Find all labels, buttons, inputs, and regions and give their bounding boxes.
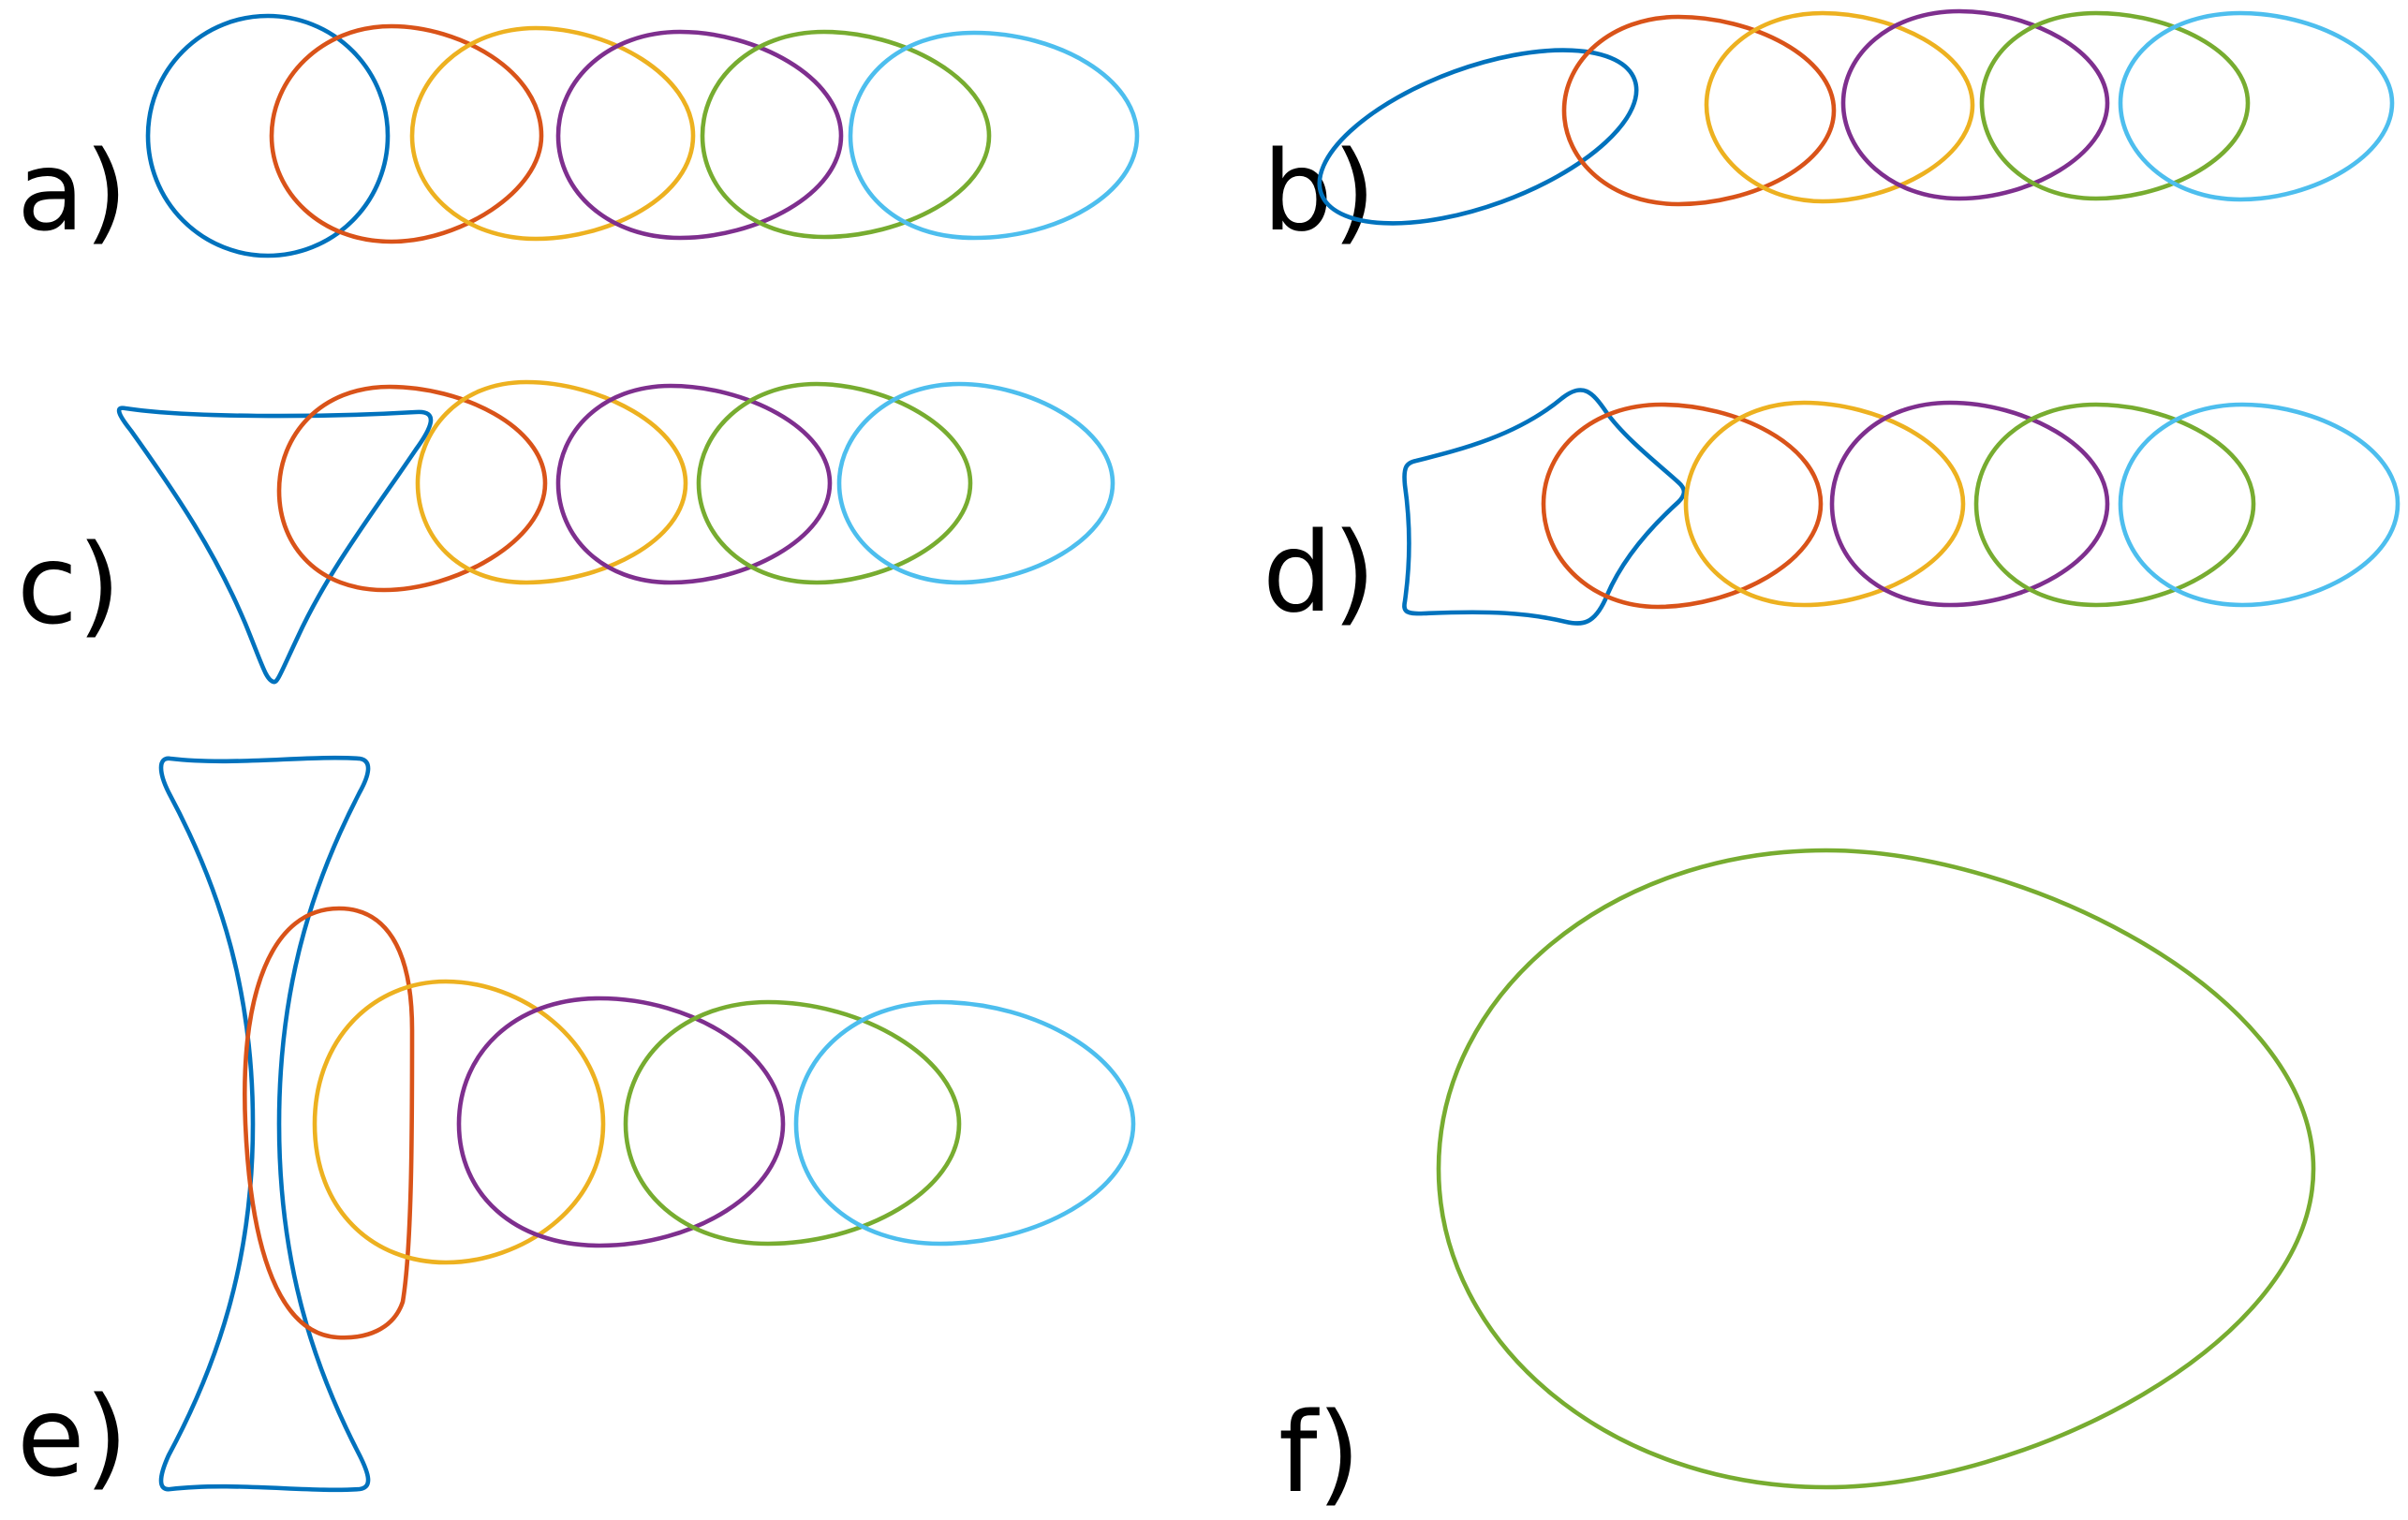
- panel-a-label: a): [17, 126, 127, 256]
- panel-d-shape-6: [2118, 402, 2401, 608]
- panel-c-shape-4: [555, 383, 833, 585]
- panel-e: e): [17, 755, 1136, 1501]
- panel-b-shape-2: [1561, 14, 1837, 207]
- panel-f-label: f): [1278, 1388, 1361, 1517]
- panel-d-shape-2: [1541, 402, 1824, 610]
- panel-d-shape-1-quadrilateral: [1402, 388, 1687, 626]
- panel-c-label: c): [17, 520, 121, 649]
- panel-a: a): [17, 13, 1140, 258]
- panel-c-shape-5: [696, 381, 973, 585]
- panel-e-shape-4: [456, 996, 786, 1248]
- panel-c: c): [17, 379, 1115, 685]
- panel-a-shape-4: [555, 29, 844, 241]
- panel-a-shape-2: [269, 23, 544, 244]
- panel-b-shape-5: [1979, 10, 2251, 201]
- panel-d-shape-4: [1829, 400, 2110, 608]
- panel-b-shape-3: [1704, 10, 1975, 204]
- panel-a-shape-6: [848, 30, 1140, 241]
- panel-d-shape-3: [1683, 400, 1966, 608]
- panel-a-shape-3: [409, 25, 696, 242]
- panel-c-shape-6: [836, 381, 1115, 585]
- panel-c-shape-3: [415, 379, 688, 585]
- panel-e-shape-1-hourglass: [158, 755, 371, 1493]
- panel-b-shape-4: [1840, 8, 2110, 201]
- panel-b: b): [1263, 8, 2395, 256]
- panel-e-shape-2: [243, 906, 415, 1340]
- panel-d-shape-5: [1973, 402, 2256, 608]
- panel-a-shape-1-circle: [145, 13, 391, 258]
- panel-b-shape-1-tilted-ellipse: [1317, 48, 1639, 226]
- panel-f: f): [1278, 848, 2316, 1517]
- panel-e-label: e): [17, 1372, 128, 1501]
- panel-e-shape-6: [793, 999, 1136, 1247]
- panel-e-shape-5: [623, 999, 962, 1247]
- panel-c-shape-1-triangle: [116, 406, 434, 685]
- panel-f-shape-final-egg: [1436, 848, 2316, 1490]
- panel-d: d): [1263, 388, 2401, 637]
- panel-d-label: d): [1263, 508, 1376, 637]
- panel-b-shape-6: [2118, 10, 2395, 202]
- panel-e-shape-3: [312, 979, 606, 1265]
- panel-a-shape-5: [700, 29, 992, 240]
